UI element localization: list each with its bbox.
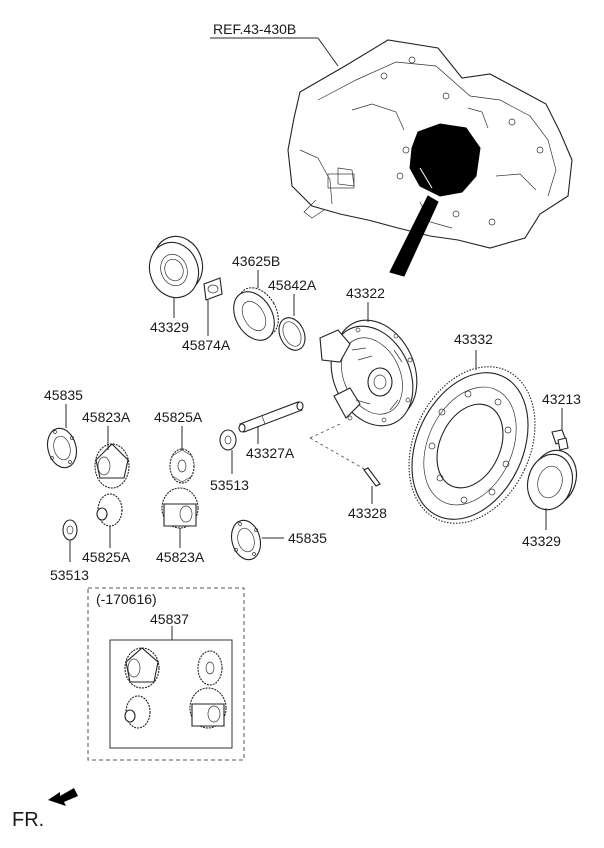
bolt-43213 — [551, 429, 569, 451]
o-ring-45842A — [278, 317, 306, 351]
final-gear-43332 — [408, 366, 536, 524]
differential-case-43322 — [319, 319, 418, 427]
pinion-gear-45825A-top — [169, 448, 195, 484]
kit-gear-pinion-bottom — [124, 695, 151, 729]
bearing-43329-left — [148, 235, 204, 299]
label-45823A-top[interactable]: 45823A — [82, 409, 131, 425]
label-45837[interactable]: 45837 — [150, 611, 189, 627]
front-direction-label: FR. — [12, 809, 44, 831]
thrust-washer-45835-bottom — [230, 519, 262, 561]
kit-gear-pinion-top — [197, 650, 223, 686]
label-43625B[interactable]: 43625B — [232, 253, 280, 269]
ring-gear-43625B — [233, 287, 279, 341]
label-45835-bottom[interactable]: 45835 — [288, 530, 327, 546]
label-43322[interactable]: 43322 — [346, 285, 385, 301]
label-45825A-top[interactable]: 45825A — [154, 409, 203, 425]
label-45842A[interactable]: 45842A — [268, 277, 317, 293]
label-45825A-bottom[interactable]: 45825A — [82, 549, 131, 565]
label-43213[interactable]: 43213 — [542, 391, 581, 407]
dash-shaft-case — [309, 423, 341, 439]
kit-gear-side-top — [124, 647, 160, 689]
label-43329-right[interactable]: 43329 — [522, 533, 561, 549]
transaxle-case — [287, 39, 573, 277]
label-45874A[interactable]: 45874A — [182, 337, 231, 353]
side-gear-45823A-bottom — [161, 487, 199, 529]
lock-pin-43328 — [363, 467, 381, 487]
label-45823A-bottom[interactable]: 45823A — [156, 549, 205, 565]
label-53513-bottom[interactable]: 53513 — [50, 567, 89, 583]
bearing-43329-right — [526, 449, 578, 511]
shim-45874A — [203, 277, 223, 301]
label-43329-left[interactable]: 43329 — [150, 319, 189, 335]
reference-leader — [317, 37, 339, 67]
kit-period-label: (-170616) — [96, 591, 157, 607]
washer-53513-mid — [219, 429, 237, 451]
washer-53513-bottom — [62, 519, 78, 541]
kit-period-box — [87, 587, 245, 761]
label-43327A[interactable]: 43327A — [246, 445, 295, 461]
label-43332[interactable]: 43332 — [454, 331, 493, 347]
pinion-shaft-43327A — [238, 401, 304, 433]
kit-contents-box — [109, 639, 233, 749]
reference-label[interactable]: REF.43-430B — [213, 21, 296, 37]
front-arrow-icon — [48, 788, 78, 806]
label-53513-mid[interactable]: 53513 — [210, 477, 249, 493]
side-gear-45823A-top — [94, 443, 130, 489]
label-45835-top[interactable]: 45835 — [44, 387, 83, 403]
kit-gear-side-bottom — [189, 687, 227, 729]
pinion-gear-45825A-bottom — [96, 493, 123, 527]
thrust-washer-45835-top — [46, 427, 78, 469]
label-43328[interactable]: 43328 — [348, 505, 387, 521]
dash-shaft-pin — [309, 437, 367, 471]
